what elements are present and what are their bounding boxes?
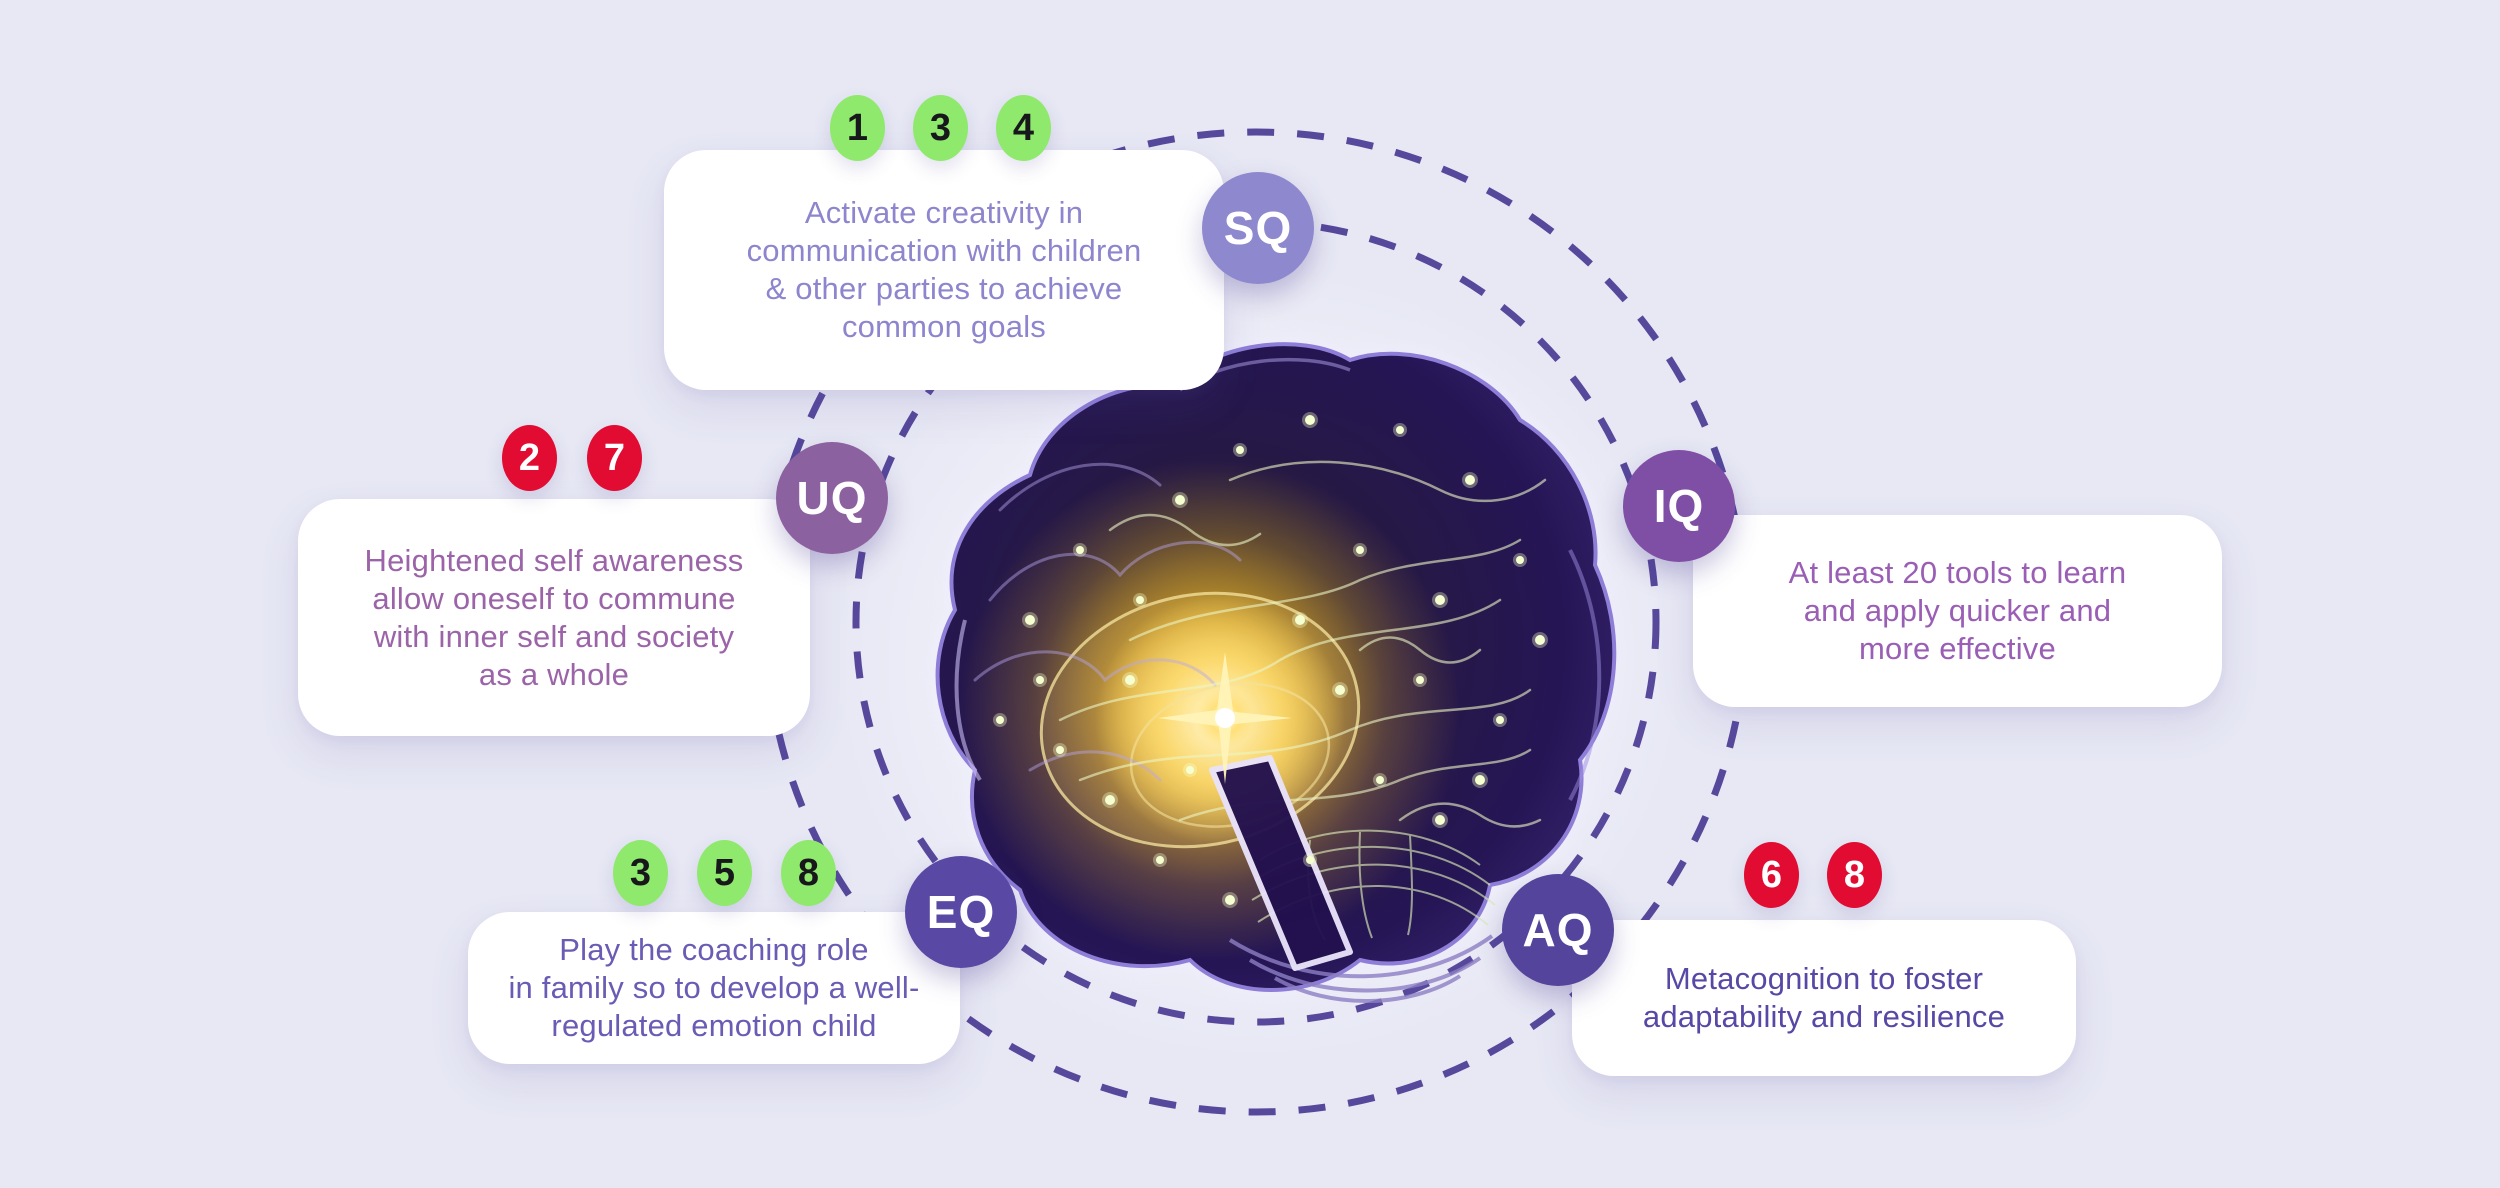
sq-card-text: Activate creativity in communication wit… bbox=[746, 195, 1142, 344]
aq-card-text: Metacognition to foster adaptability and… bbox=[1642, 961, 2006, 1034]
inner-dashed-ring bbox=[852, 218, 1660, 1026]
iq-card: At least 20 tools to learn and apply qui… bbox=[1693, 515, 2222, 707]
uq-badge-2: 7 bbox=[587, 425, 642, 491]
sq-node: SQ bbox=[1202, 172, 1314, 284]
occipital-rim-light bbox=[1568, 549, 1602, 801]
brain-illustration bbox=[930, 337, 1622, 1003]
aq-badge-2: 8 bbox=[1827, 842, 1882, 908]
iq-card-text: At least 20 tools to learn and apply qui… bbox=[1788, 555, 2127, 666]
star-flare bbox=[1158, 652, 1292, 784]
eq-badge-3: 8 bbox=[781, 840, 836, 906]
eq-badge-2: 5 bbox=[697, 840, 752, 906]
uq-card-text: Heightened self awareness allow oneself … bbox=[364, 542, 744, 692]
eq-card: Play the coaching role in family so to d… bbox=[468, 912, 960, 1064]
uq-node: UQ bbox=[776, 442, 888, 554]
aq-card: Metacognition to foster adaptability and… bbox=[1572, 920, 2076, 1076]
sq-badge-1: 1 bbox=[830, 95, 885, 161]
iq-node: IQ bbox=[1623, 450, 1735, 562]
aq-node: AQ bbox=[1502, 874, 1614, 986]
eq-badge-1: 3 bbox=[613, 840, 668, 906]
sparkle-dots bbox=[993, 412, 1548, 908]
gyri-folds bbox=[973, 462, 1242, 782]
sq-card: Activate creativity in communication wit… bbox=[664, 150, 1224, 390]
sq-badge-2: 3 bbox=[913, 95, 968, 161]
brain-stem bbox=[1209, 755, 1353, 971]
aq-badge-1: 6 bbox=[1744, 842, 1799, 908]
cerebellum-ridges bbox=[1228, 934, 1494, 1003]
uq-card: Heightened self awareness allow oneself … bbox=[298, 499, 810, 736]
sq-badge-3: 4 bbox=[996, 95, 1051, 161]
frontal-rim-light bbox=[954, 619, 982, 782]
eq-card-text: Play the coaching role in family so to d… bbox=[508, 932, 920, 1043]
eq-node: EQ bbox=[905, 856, 1017, 968]
uq-badge-1: 2 bbox=[502, 425, 557, 491]
